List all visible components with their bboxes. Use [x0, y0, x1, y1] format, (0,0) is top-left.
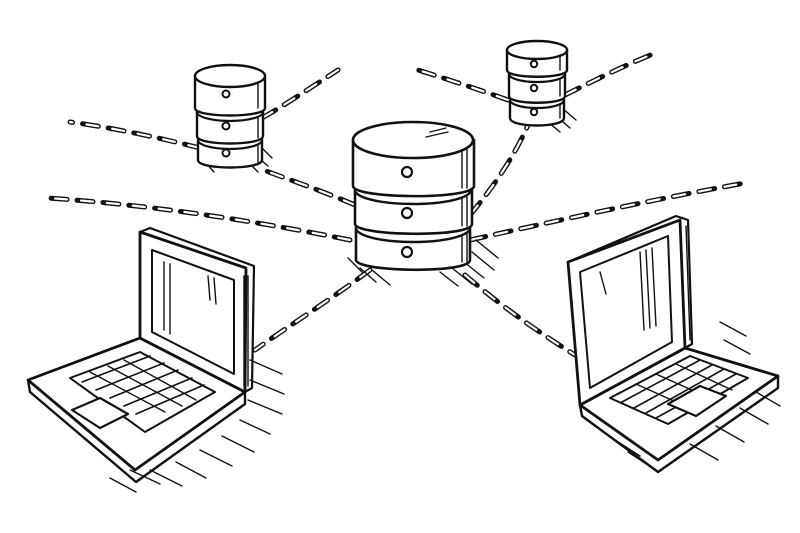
central-server-shading: [425, 127, 468, 263]
laptop-right-screen: [579, 235, 673, 389]
connections: [45, 49, 748, 358]
connection-central-server-left: [255, 165, 358, 208]
laptop-left: [26, 226, 285, 493]
connection-server-right-offscreen-right: [562, 49, 661, 98]
central-server-led-top: [400, 165, 414, 179]
laptop-right-screen-shading: [599, 225, 691, 341]
server-right-led-top: [529, 59, 539, 69]
connection-central-laptop-left: [252, 267, 373, 353]
server-right-led-bottom: [529, 107, 539, 117]
laptop-left-keys: [81, 355, 205, 415]
server-left-led-top: [221, 89, 231, 99]
central-server-shadow: [347, 239, 499, 287]
central-server-led-bottom: [400, 245, 414, 259]
connection-central-offscreen-right: [467, 180, 748, 243]
connection-central-offscreen-left: [45, 195, 353, 243]
laptop-right-touchpad: [666, 384, 728, 418]
connection-central-laptop-right: [462, 272, 578, 358]
laptop-right: [566, 214, 781, 474]
connection-server-right-offscreen-left: [415, 67, 511, 103]
connection-server-left-offscreen-right: [259, 67, 341, 121]
connection-central-server-right: [467, 122, 531, 218]
central-server: [347, 120, 499, 287]
server-left-led-middle: [221, 121, 231, 131]
laptop-left-screen-shading: [163, 261, 249, 387]
central-server-led-middle: [400, 206, 414, 220]
server-left: [193, 63, 273, 173]
server-left-led-bottom: [221, 148, 231, 158]
server-right: [505, 39, 577, 133]
laptop-left-screen: [151, 249, 235, 375]
laptop-left-touchpad: [70, 396, 130, 430]
laptop-right-keyboard: [609, 355, 749, 425]
connection-server-left-offscreen-left: [67, 119, 203, 151]
server-right-led-middle: [529, 83, 539, 93]
